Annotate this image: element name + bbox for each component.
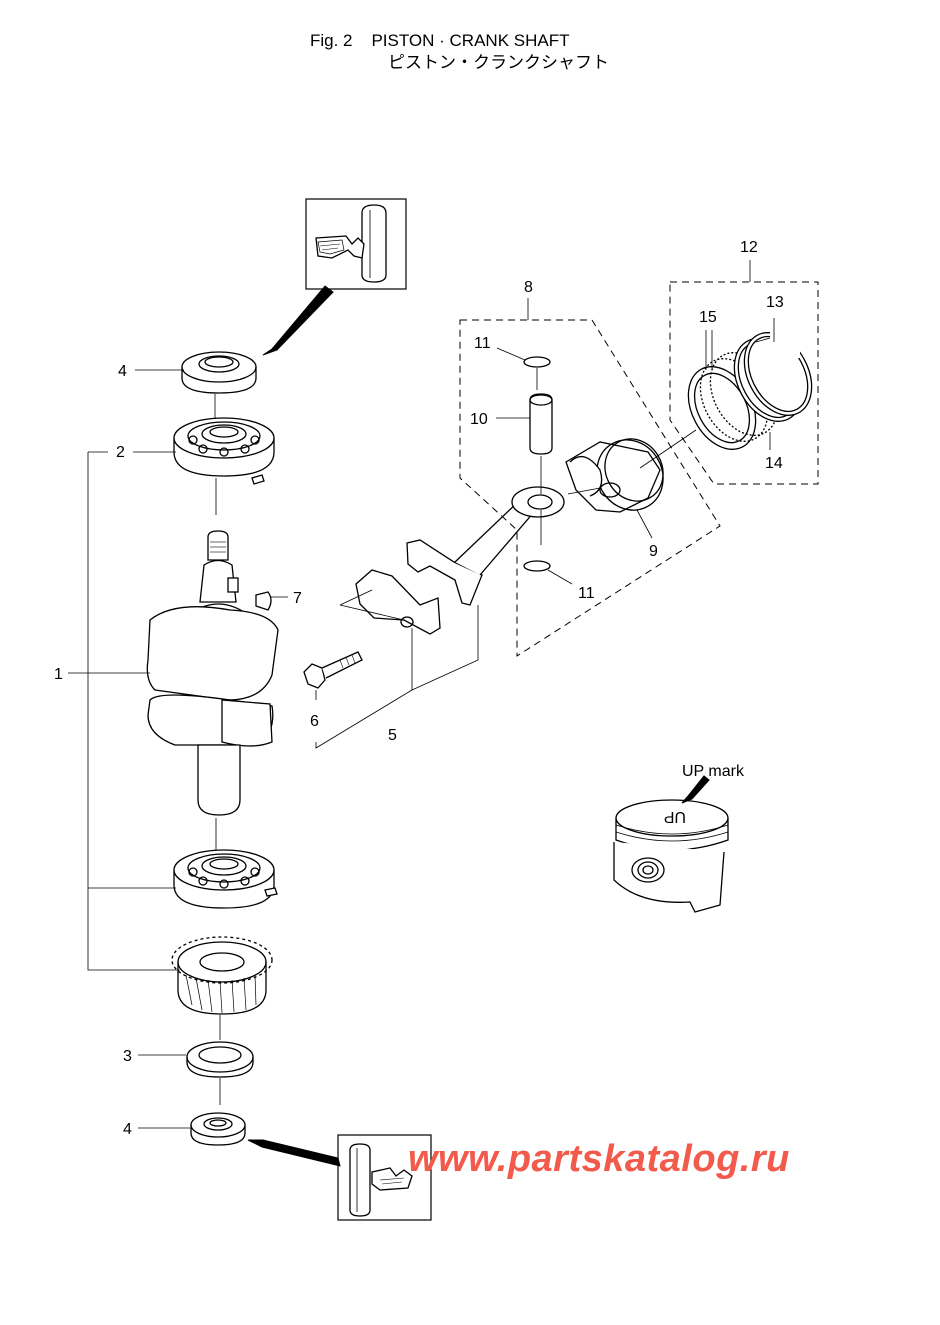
figure-title: Fig. 2 PISTON · CRANK SHAFT <box>310 30 569 51</box>
callout-11-bottom: 11 <box>578 585 595 602</box>
inset-detail-bottom <box>337 1134 432 1221</box>
woodruff-key <box>255 591 272 611</box>
piston-assembly-group-box <box>459 319 721 657</box>
conrod-bolt <box>303 651 363 689</box>
callout-12: 12 <box>740 239 758 256</box>
ball-bearing-bottom <box>173 849 278 909</box>
inset-detail-top <box>305 198 407 290</box>
piston-pin-clip-top <box>523 356 551 368</box>
watermark: www.partskatalog.ru <box>408 1138 790 1180</box>
ball-bearing-top <box>173 417 275 485</box>
piston-up-mark-illustration: UP <box>613 799 729 913</box>
callout-11-top: 11 <box>474 335 491 352</box>
figure-title-en: PISTON · CRANK SHAFT <box>371 31 570 50</box>
callout-4-bottom: 4 <box>123 1121 132 1138</box>
callout-7: 7 <box>293 590 302 607</box>
callout-2: 2 <box>116 444 125 461</box>
up-mark-label: UP mark <box>682 763 745 780</box>
callout-1: 1 <box>54 666 63 683</box>
arrow-to-seal-top <box>262 285 334 356</box>
callout-14: 14 <box>765 455 783 472</box>
callout-8: 8 <box>524 279 533 296</box>
callout-4-top: 4 <box>118 363 127 380</box>
piston-up-stamp: UP <box>664 808 686 825</box>
figure-number: Fig. 2 <box>310 31 353 50</box>
oil-seal-bottom <box>190 1112 246 1146</box>
piston-ring-set <box>687 318 813 450</box>
thrust-washer <box>186 1041 254 1078</box>
arrow-to-seal-bottom <box>247 1139 341 1167</box>
crank-gear <box>171 936 273 1015</box>
callout-9: 9 <box>649 543 658 560</box>
callout-5: 5 <box>388 727 397 744</box>
arrow-to-up-mark <box>681 775 710 804</box>
callout-15: 15 <box>699 309 717 326</box>
callout-10: 10 <box>470 411 488 428</box>
crankshaft <box>146 530 279 816</box>
piston-ring-set-group-box <box>669 281 819 485</box>
connecting-rod <box>355 486 565 635</box>
piston-pin-clip-bottom <box>523 560 551 572</box>
figure-title-jp: ピストン・クランクシャフト <box>388 53 609 72</box>
callout-3: 3 <box>123 1048 132 1065</box>
oil-seal-top <box>181 351 257 394</box>
piston <box>565 438 664 513</box>
piston-pin <box>529 393 553 455</box>
callout-6: 6 <box>310 713 319 730</box>
callout-13: 13 <box>766 294 784 311</box>
